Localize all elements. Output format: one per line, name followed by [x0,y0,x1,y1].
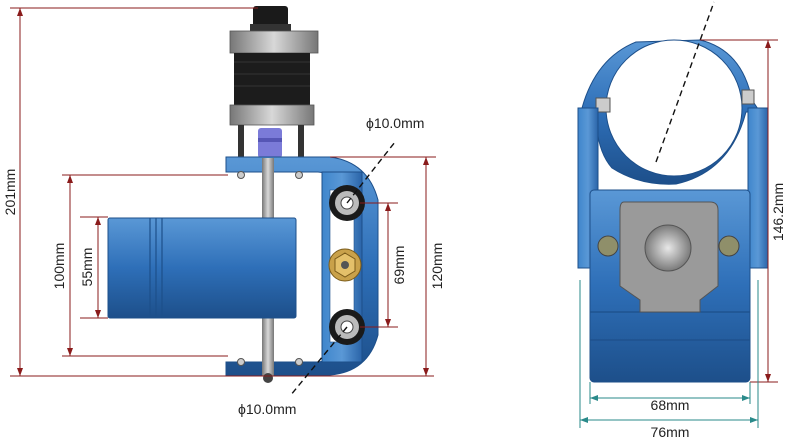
shaft-coupler [258,128,282,158]
motor-knob [253,6,288,28]
right-dimensions [579,39,778,428]
motor-shaft-boss [644,224,692,272]
side-height-label: 146.2mm [770,183,786,241]
front-view-assembly [577,39,769,383]
axis-leader [655,1,715,163]
motor-cap [229,30,319,54]
lead-nut [328,248,362,282]
top-hole-leader [346,141,396,204]
overall-height-label: 201mm [2,169,18,216]
inner-width-label: 68mm [651,397,690,413]
side-view-assembly [107,6,379,383]
bottom-hole-leader [289,326,348,397]
right-dimension-arrows [580,40,771,423]
top-hole-label: ϕ10.0mm [366,115,424,131]
bracket-height-label: 120mm [429,243,445,290]
motor-body [234,53,310,105]
bottom-hole-label: ϕ10.0mm [238,401,296,417]
clamp-block [107,217,297,319]
left-dimensions [10,7,436,377]
clamp-height-label: 100mm [51,243,67,290]
hole-spacing-label: 69mm [391,246,407,285]
body-height-label: 55mm [79,248,95,287]
left-dimension-arrows [17,8,429,376]
outer-width-label: 76mm [651,424,690,440]
